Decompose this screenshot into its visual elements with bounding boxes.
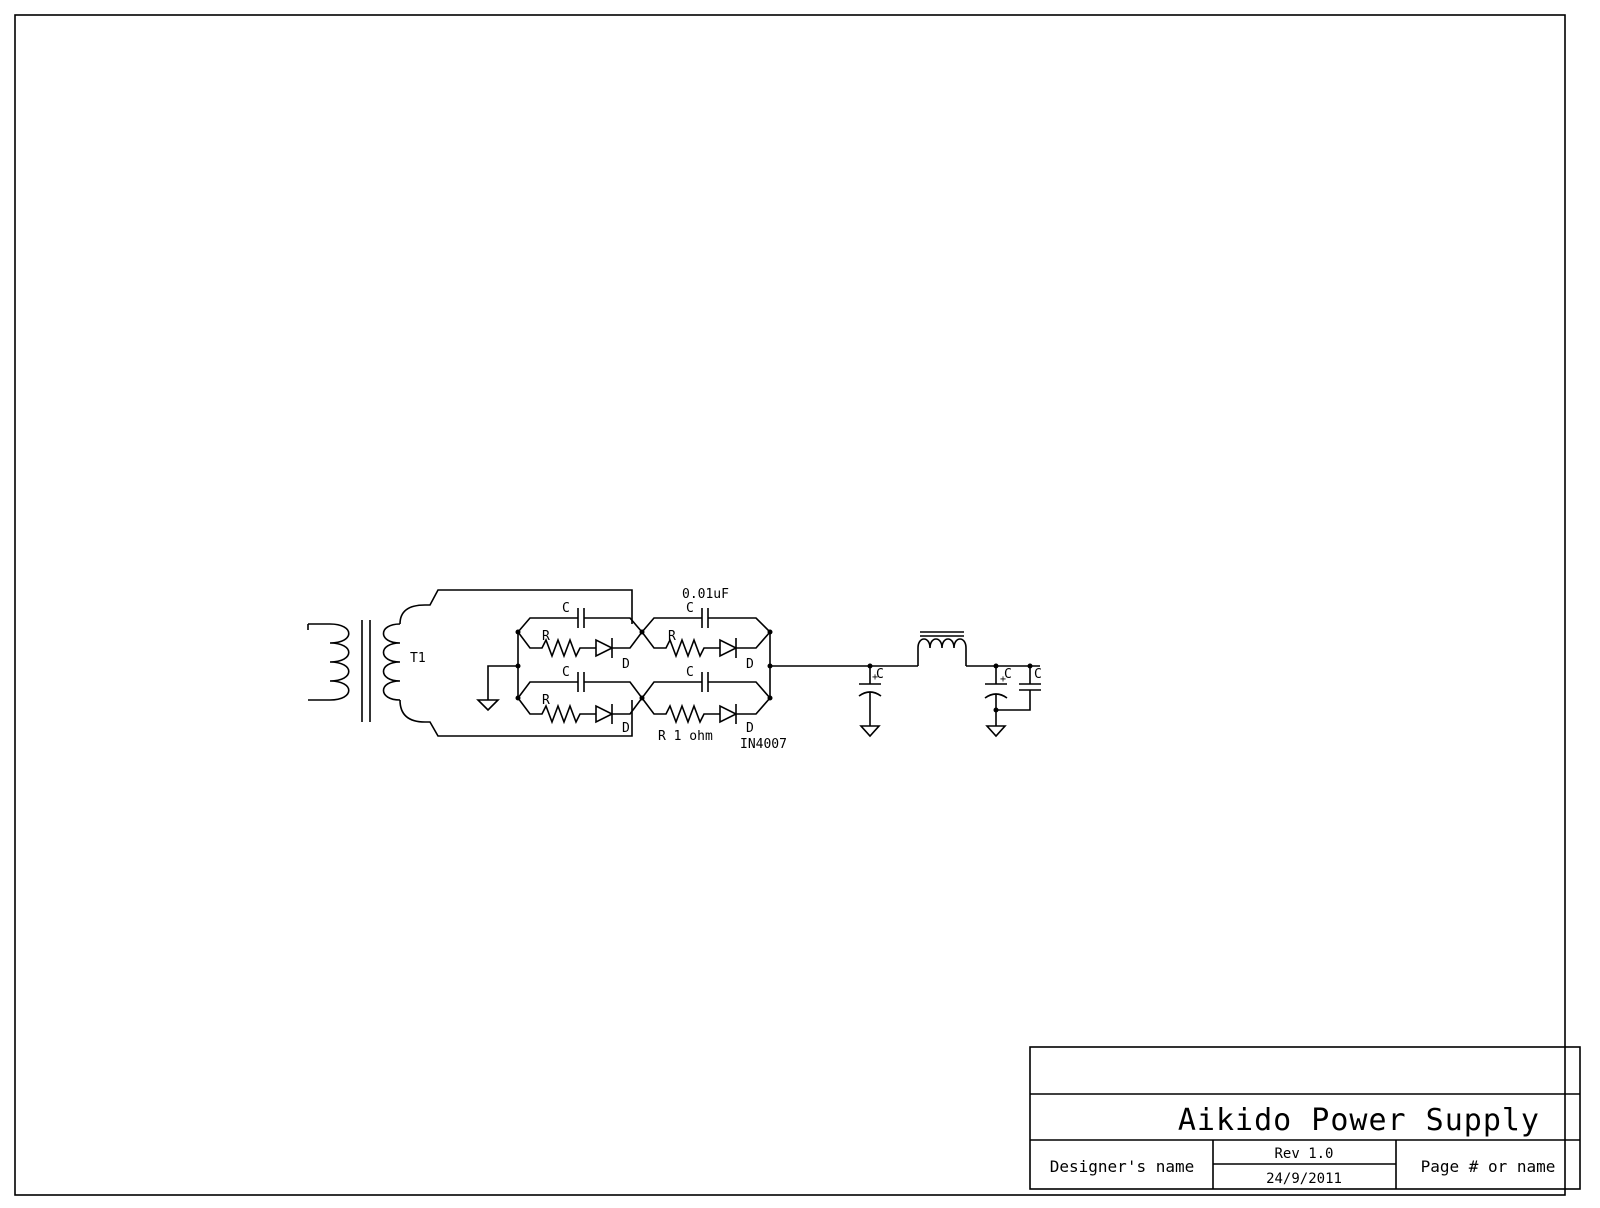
bridge-rectifier: C R D C R D C R D C D 0.01uF R 1 ohm IN4… [476,587,787,752]
diode-part-label: IN4007 [740,737,787,752]
diode-label: D [622,657,630,672]
res-label: R [668,629,676,644]
page-name: Page # or name [1421,1157,1556,1176]
output-filter: + C + C C [770,631,1042,738]
diode-label: D [622,721,630,736]
resistor-value-label: R 1 ohm [658,729,713,744]
sheet-border [14,14,1566,1196]
cap-label: C [562,601,570,616]
cap-value-label: 0.01uF [682,587,729,602]
cap-plus-label: + [1000,674,1006,685]
cap-label: C [1004,667,1012,682]
transformer-label: T1 [410,651,426,666]
designer-name: Designer's name [1050,1157,1195,1176]
cap-label: C [686,601,694,616]
title-block: Aikido Power Supply Designer's name Rev … [1029,1046,1581,1190]
cap-label: C [876,667,884,682]
cap-plus-label: + [872,672,878,683]
res-label: R [542,693,550,708]
cap-label: C [562,665,570,680]
diode-label: D [746,721,754,736]
res-label: R [542,629,550,644]
transformer-t1: T1 [307,589,633,737]
drawing-title: Aikido Power Supply [1178,1103,1540,1138]
cap-label: C [686,665,694,680]
diode-label: D [746,657,754,672]
revision: Rev 1.0 [1274,1146,1333,1162]
cap-label: C [1034,667,1042,682]
date: 24/9/2011 [1266,1171,1342,1187]
